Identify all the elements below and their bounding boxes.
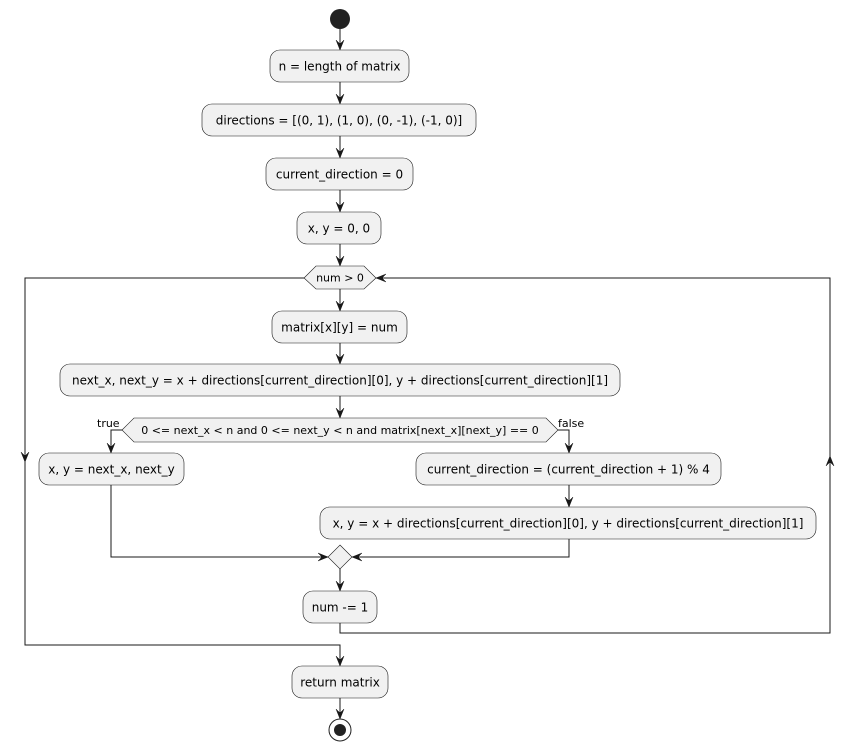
node-xy-init: x, y = 0, 0 (296, 211, 382, 245)
branch-true-label: true (97, 417, 120, 430)
node-turn-label: current_direction = (current_direction +… (427, 463, 710, 477)
node-current-direction-label: current_direction = 0 (276, 168, 403, 182)
edge-bounds-false (558, 429, 570, 453)
node-next-xy-label: next_x, next_y = x + directions[current_… (72, 374, 608, 388)
arrow-return-stop (335, 708, 345, 720)
node-assign: matrix[x][y] = num (271, 310, 408, 344)
start-node (330, 9, 350, 29)
edge-loop-exit (24, 277, 341, 666)
loop-condition: num > 0 (303, 265, 377, 290)
node-directions: directions = [(0, 1), (1, 0), (0, -1), (… (201, 103, 477, 137)
node-n-length-label: n = length of matrix (279, 60, 401, 74)
arrow-directions-curdir (335, 147, 345, 159)
arrow-curdir-xy (335, 201, 345, 213)
node-next-xy: next_x, next_y = x + directions[current_… (59, 363, 621, 397)
node-decrement-label: num -= 1 (312, 601, 369, 615)
arrow-loopback-loop (375, 273, 387, 283)
edge-moveafter-merge (352, 539, 570, 558)
arrow-bounds-false (564, 442, 574, 454)
node-move-label: x, y = next_x, next_y (48, 463, 175, 477)
arrow-loop-exit-down (20, 451, 30, 463)
stop-node (328, 718, 352, 742)
edge-bounds-true (110, 429, 122, 453)
arrow-next-bounds (335, 407, 345, 419)
loop-condition-label: num > 0 (316, 272, 364, 285)
edge-loopback (339, 277, 831, 634)
arrow-n-directions (335, 93, 345, 105)
bounds-condition-label: 0 <= next_x < n and 0 <= next_y < n and … (141, 424, 539, 437)
stop-dot (334, 724, 346, 736)
node-assign-label: matrix[x][y] = num (281, 321, 398, 335)
edges (20, 29, 835, 720)
node-move: x, y = next_x, next_y (38, 452, 185, 486)
node-current-direction: current_direction = 0 (265, 157, 414, 191)
node-move-after-turn-label: x, y = x + directions[current_direction]… (333, 517, 804, 531)
stop-ring (328, 718, 352, 742)
arrow-xy-loop (335, 255, 345, 267)
node-directions-label: directions = [(0, 1), (1, 0), (0, -1), (… (216, 114, 462, 128)
arrow-loop-exit-return (335, 655, 345, 667)
arrow-loopback-up (825, 455, 835, 467)
arrow-start-n (335, 39, 345, 51)
arrow-turn-moveafter (564, 496, 574, 508)
branch-false-label: false (558, 417, 584, 430)
bounds-condition: 0 <= next_x < n and 0 <= next_y < n and … (121, 417, 559, 443)
node-return: return matrix (291, 665, 389, 699)
arrow-assign-next (335, 353, 345, 365)
merge-diamond (327, 544, 353, 570)
node-move-after-turn: x, y = x + directions[current_direction]… (319, 506, 817, 540)
arrow-move-merge (317, 552, 329, 562)
arrow-loop-assign (335, 300, 345, 312)
node-return-label: return matrix (300, 676, 380, 690)
arrow-moveafter-merge (351, 552, 363, 562)
node-decrement: num -= 1 (302, 590, 378, 624)
edge-move-merge (110, 485, 328, 558)
node-xy-init-label: x, y = 0, 0 (308, 222, 370, 236)
arrow-merge-decrement (335, 580, 345, 592)
node-turn: current_direction = (current_direction +… (415, 452, 722, 486)
node-n-length: n = length of matrix (269, 49, 410, 83)
arrow-bounds-true (106, 442, 116, 454)
